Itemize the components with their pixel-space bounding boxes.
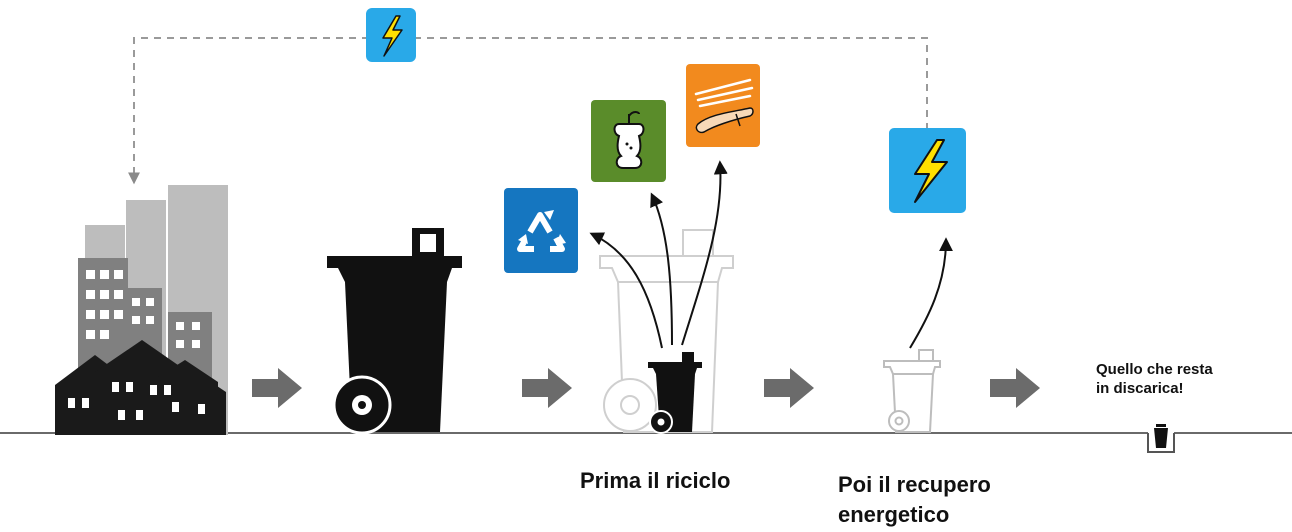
waste-bin-large bbox=[327, 228, 462, 435]
lightning-icon bbox=[889, 128, 966, 213]
wood-logs-icon bbox=[686, 64, 760, 147]
arrow-to-wood bbox=[681, 160, 728, 346]
landfill-pit bbox=[1147, 424, 1175, 453]
flow-arrow-4 bbox=[990, 368, 1040, 408]
flow-arrow-2 bbox=[522, 368, 572, 408]
arrow-to-organic bbox=[650, 192, 673, 346]
apple-core-icon bbox=[591, 100, 666, 182]
recycling-label: Prima il riciclo bbox=[580, 468, 731, 493]
energy-recovery-label: Poi il recupero energetico bbox=[838, 470, 1058, 530]
lightning-icon bbox=[366, 8, 416, 62]
flow-arrow-3 bbox=[764, 368, 814, 408]
landfill-label-line1: Quello che resta bbox=[1096, 361, 1213, 378]
landfill-label-line2: in discarica! bbox=[1096, 380, 1184, 397]
waste-bin-outline-small bbox=[883, 349, 941, 433]
arrow-to-recycle bbox=[589, 232, 663, 349]
city-buildings bbox=[55, 185, 228, 435]
arrow-to-energy bbox=[909, 237, 953, 349]
energy-recovery-label-line2: energetico bbox=[838, 502, 950, 527]
energy-recovery-label-line1: Poi il recupero bbox=[838, 472, 991, 497]
landfill-label: Quello che resta in discarica! bbox=[1096, 360, 1266, 398]
flow-arrow-1 bbox=[252, 368, 302, 408]
recycle-icon bbox=[504, 188, 578, 273]
waste-bin-small bbox=[648, 352, 702, 434]
energy-return-dashed-line bbox=[128, 37, 928, 185]
